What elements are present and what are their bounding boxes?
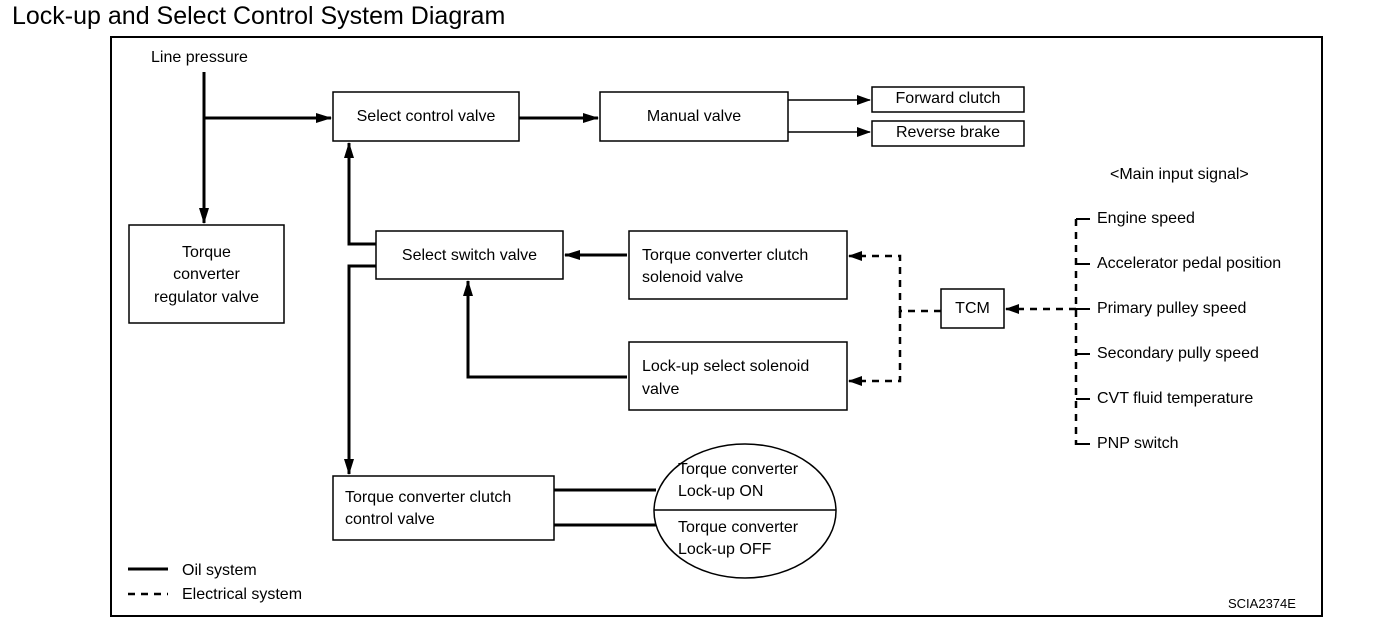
legend-electrical-system-label: Electrical system	[182, 586, 303, 603]
regulator-valve-box	[128, 224, 285, 324]
line-pressure-label: Line pressure	[151, 49, 248, 66]
lockup-ellipse	[653, 443, 837, 579]
tcc-solenoid-label-line1: Torque converter clutch	[642, 247, 809, 264]
reverse-brake-label: Reverse brake	[895, 124, 1001, 141]
tcm-box	[940, 288, 1005, 329]
legend-oil-system-label: Oil system	[182, 562, 257, 579]
input-signal-item: Accelerator pedal position	[1097, 255, 1282, 272]
input-signal-item: Primary pulley speed	[1097, 300, 1247, 317]
select-switch-valve-box	[375, 230, 564, 280]
select-control-valve-label: Select control valve	[356, 108, 496, 125]
manual-valve-label: Manual valve	[646, 108, 742, 125]
lockup-select-solenoid-label-line2: valve	[642, 381, 680, 398]
diagram-frame	[110, 36, 1323, 617]
tcc-solenoid-valve-box	[628, 230, 848, 300]
tcc-solenoid-label-line2: solenoid valve	[642, 269, 744, 286]
regulator-valve-label-line1: Torque	[182, 244, 231, 261]
page-title: Lock-up and Select Control System Diagra…	[12, 2, 506, 30]
tcm-label: TCM	[955, 300, 990, 317]
input-signal-item: PNP switch	[1097, 435, 1179, 452]
regulator-valve-label-line2: converter	[173, 266, 240, 283]
input-signal-item: Secondary pully speed	[1097, 345, 1259, 362]
lockup-off-label-line2: Lock-up OFF	[678, 541, 772, 558]
input-signal-item: Engine speed	[1097, 210, 1195, 227]
lockup-on-label-line2: Lock-up ON	[678, 483, 764, 500]
manual-valve-box	[599, 91, 789, 142]
lockup-off-label-line1: Torque converter	[678, 519, 799, 536]
reverse-brake-box	[871, 120, 1025, 147]
tcc-control-valve-box	[332, 475, 555, 541]
select-switch-valve-label: Select switch valve	[401, 247, 538, 264]
lockup-select-solenoid-label-line1: Lock-up select solenoid	[642, 358, 810, 375]
tcc-control-valve-label-line1: Torque converter clutch	[345, 489, 512, 506]
main-input-signal-heading: <Main input signal>	[1110, 166, 1249, 183]
regulator-valve-label-line3: regulator valve	[154, 289, 259, 306]
lockup-on-label-line1: Torque converter	[678, 461, 799, 478]
input-signal-item: CVT fluid temperature	[1097, 390, 1254, 407]
forward-clutch-label: Forward clutch	[895, 90, 1001, 107]
lockup-select-solenoid-box	[628, 341, 848, 411]
forward-clutch-box	[871, 86, 1025, 113]
figure-code: SCIA2374E	[1228, 596, 1296, 611]
tcc-control-valve-label-line2: control valve	[345, 511, 435, 528]
